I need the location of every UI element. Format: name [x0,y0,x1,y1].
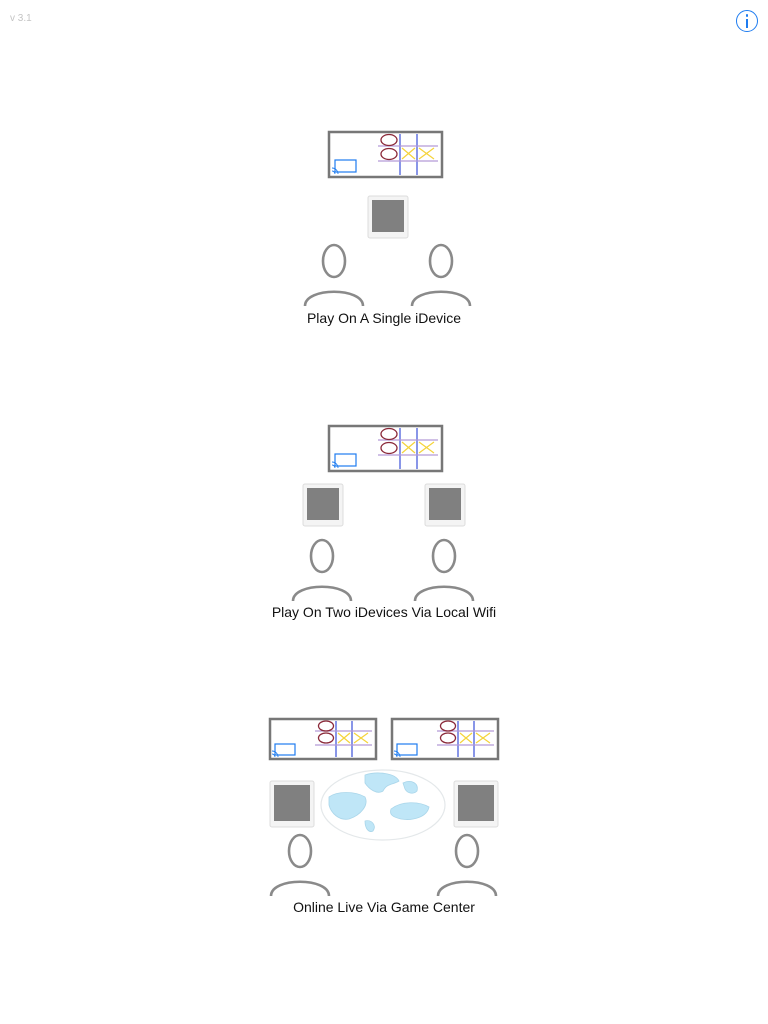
ipad-icon [367,195,409,239]
tv-board-icon [268,717,378,761]
game-center-mode-button[interactable]: Online Live Via Game Center [264,715,504,920]
globe-map-icon [320,769,446,841]
ipad-icon [269,780,315,828]
game-center-illustration [268,717,500,897]
single-device-label: Play On A Single iDevice [306,310,462,326]
tv-board-icon [327,130,444,179]
single-device-illustration [303,130,472,307]
person-icon [410,243,472,307]
ipad-icon [302,483,344,527]
person-icon [269,833,331,897]
single-device-mode-button[interactable]: Play On A Single iDevice [260,128,508,333]
local-wifi-label: Play On Two iDevices Via Local Wifi [271,604,497,620]
tv-board-icon [390,717,500,761]
person-icon [436,833,498,897]
tv-board-icon [327,424,444,473]
version-label: v 3.1 [10,13,32,24]
ipad-icon [453,780,499,828]
info-button[interactable] [736,10,758,32]
ipad-icon [424,483,466,527]
local-wifi-mode-button[interactable]: Play On Two iDevices Via Local Wifi [254,422,514,627]
person-icon [413,538,475,602]
person-icon [303,243,365,307]
game-center-label: Online Live Via Game Center [293,899,475,915]
person-icon [291,538,353,602]
local-wifi-illustration [291,424,475,602]
